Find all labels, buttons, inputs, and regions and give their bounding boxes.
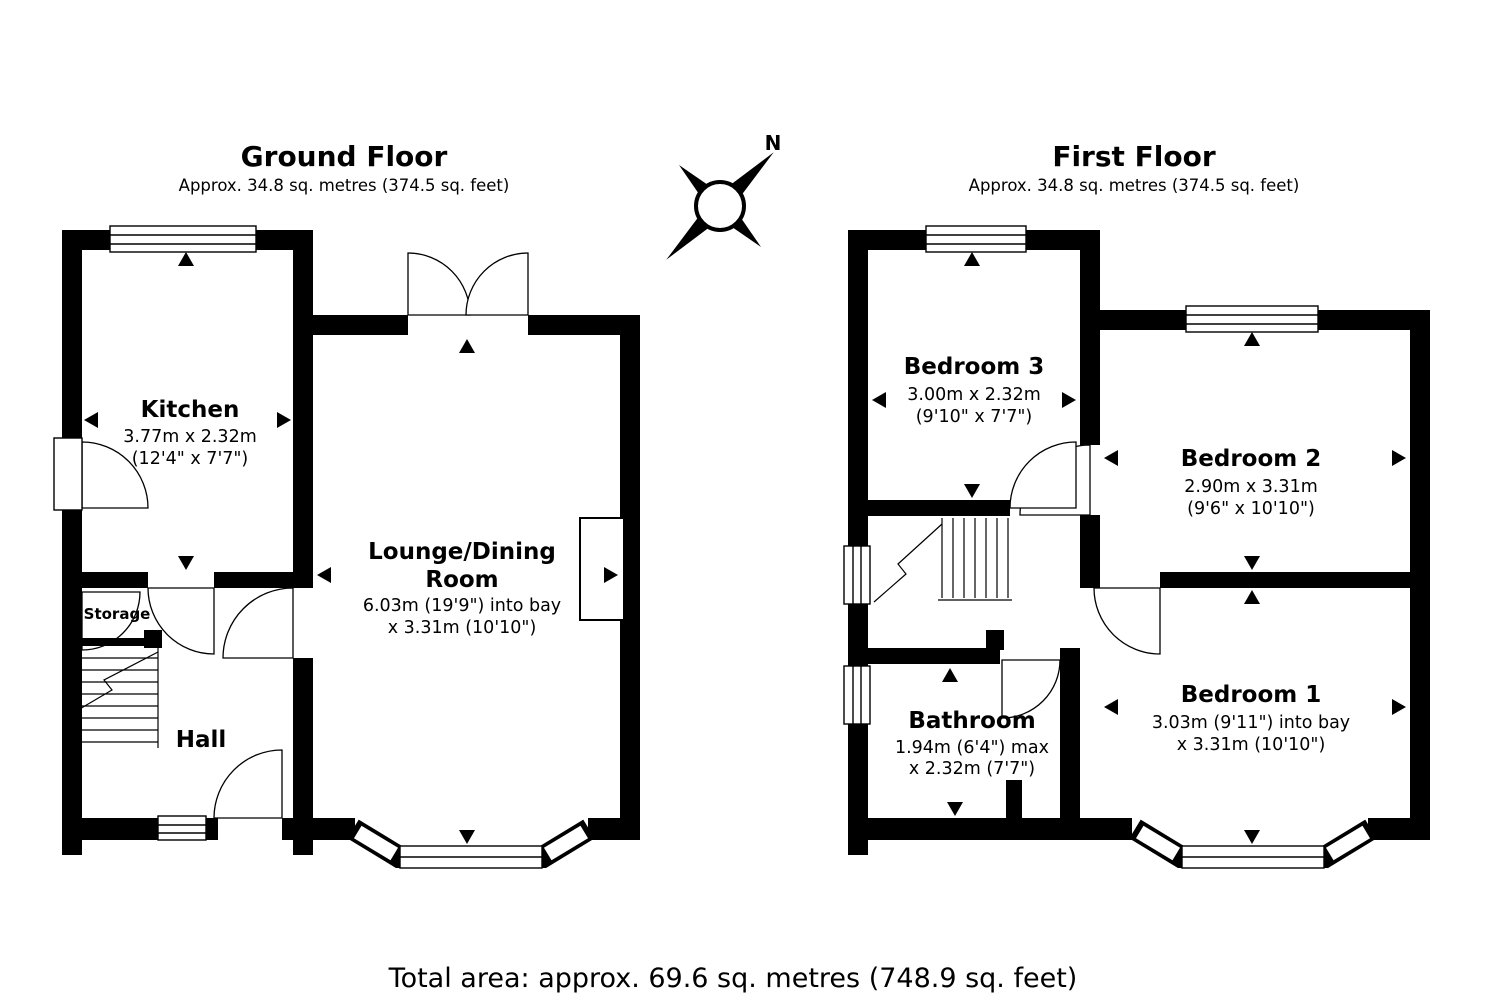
kitchen-name: Kitchen — [140, 397, 240, 423]
bay-window-right — [542, 823, 590, 863]
hall-name: Hall — [175, 727, 227, 753]
arrow-left-icon — [317, 567, 331, 583]
ground-floor-title: Ground Floor — [240, 140, 448, 173]
bedroom3-dim-metric: 3.00m x 2.32m — [907, 385, 1041, 405]
first-floor-stairs — [873, 518, 1012, 603]
kitchen-door-swing — [147, 587, 215, 655]
kitchen-window — [109, 225, 257, 253]
compass-north-label: N — [765, 131, 782, 155]
storage-name: Storage — [83, 605, 151, 623]
bedroom3-dim-imperial: (9'10" x 7'7") — [915, 407, 1033, 427]
arrow-down-icon — [459, 830, 475, 844]
bedroom3-window — [925, 225, 1027, 253]
lounge-name: Lounge/Dining Room — [368, 539, 556, 593]
kitchen-dim-imperial: (12'4" x 7'7") — [131, 449, 249, 469]
bay-window-left — [352, 823, 400, 863]
bedroom1-name: Bedroom 1 — [1180, 682, 1322, 708]
bedroom3-door-swing — [1009, 441, 1077, 509]
bathroom-window — [843, 665, 871, 725]
ground-floor-subtitle: Approx. 34.8 sq. metres (374.5 sq. feet) — [178, 176, 510, 195]
bedroom2-dim-metric: 2.90m x 3.31m — [1184, 477, 1318, 497]
arrow-down-icon — [178, 556, 194, 570]
bay-window-right — [1324, 823, 1372, 863]
front-door-swing — [213, 749, 283, 819]
side-door-recess — [53, 437, 83, 511]
ground-floor-plan — [53, 225, 640, 869]
arrow-left-icon — [1104, 699, 1118, 715]
arrow-up-icon — [459, 339, 475, 353]
first-floor-plan — [843, 225, 1430, 869]
fireplace-recess — [579, 517, 625, 621]
ground-floor-stairs — [77, 648, 159, 748]
arrow-up-icon — [1244, 332, 1260, 346]
first-floor-measure-arrows — [872, 252, 1406, 844]
arrow-down-icon — [964, 484, 980, 498]
bathroom-dim-metric: 1.94m (6'4") max — [894, 738, 1050, 758]
first-floor-doors — [1001, 441, 1161, 719]
arrow-up-icon — [178, 252, 194, 266]
arrow-right-icon — [277, 412, 291, 428]
compass-rose-icon: N — [666, 131, 782, 260]
arrow-down-icon — [947, 802, 963, 816]
bedroom1-dim-imperial: x 3.31m (10'10") — [1176, 735, 1326, 755]
total-area-text: Total area: approx. 69.6 sq. metres (748… — [388, 963, 1078, 994]
bedroom3-name: Bedroom 3 — [903, 354, 1045, 380]
arrow-down-icon — [1244, 556, 1260, 570]
arrow-right-icon — [604, 567, 618, 583]
arrow-right-icon — [1392, 699, 1406, 715]
ground-floor-windows — [53, 225, 590, 869]
kitchen-dim-metric: 3.77m x 2.32m — [123, 427, 257, 447]
french-door-right-swing — [465, 252, 529, 316]
landing-window — [843, 545, 871, 605]
arrow-left-icon — [1104, 450, 1118, 466]
lounge-door-swing — [222, 587, 294, 659]
hall-window — [157, 815, 207, 841]
bedroom2-window — [1185, 305, 1319, 333]
lounge-dim-metric: 6.03m (19'9") into bay — [362, 596, 562, 616]
ground-floor-storage-walls — [82, 630, 162, 648]
bathroom-door-swing — [1001, 659, 1061, 719]
ground-floor-walls — [62, 230, 640, 868]
bathroom-name: Bathroom — [908, 708, 1036, 734]
first-floor-windows — [843, 225, 1372, 869]
bedroom1-dim-metric: 3.03m (9'11") into bay — [1151, 713, 1351, 733]
arrow-left-icon — [872, 392, 886, 408]
arrow-down-icon — [1244, 830, 1260, 844]
ground-floor-doors — [81, 252, 529, 819]
side-door-swing — [81, 441, 149, 509]
first-floor-title: First Floor — [1052, 140, 1216, 173]
bathroom-dim-imperial: x 2.32m (7'7") — [908, 759, 1036, 779]
bedroom2-dim-imperial: (9'6" x 10'10") — [1187, 499, 1315, 519]
arrow-right-icon — [1062, 392, 1076, 408]
bedroom1-door-swing — [1093, 587, 1161, 655]
bedroom2-name: Bedroom 2 — [1180, 446, 1322, 472]
lounge-dim-imperial: x 3.31m (10'10") — [387, 618, 537, 638]
arrow-right-icon — [1392, 450, 1406, 466]
storage-door-swing — [81, 591, 141, 651]
bay-window-left — [1134, 823, 1182, 863]
arrow-up-icon — [964, 252, 980, 266]
compass-circle — [694, 180, 746, 232]
ground-floor-measure-arrows — [84, 252, 618, 844]
arrow-up-icon — [942, 668, 958, 682]
first-floor-subtitle: Approx. 34.8 sq. metres (374.5 sq. feet) — [968, 176, 1300, 195]
french-door-left-swing — [407, 252, 471, 316]
arrow-left-icon — [84, 412, 98, 428]
arrow-up-icon — [1244, 590, 1260, 604]
